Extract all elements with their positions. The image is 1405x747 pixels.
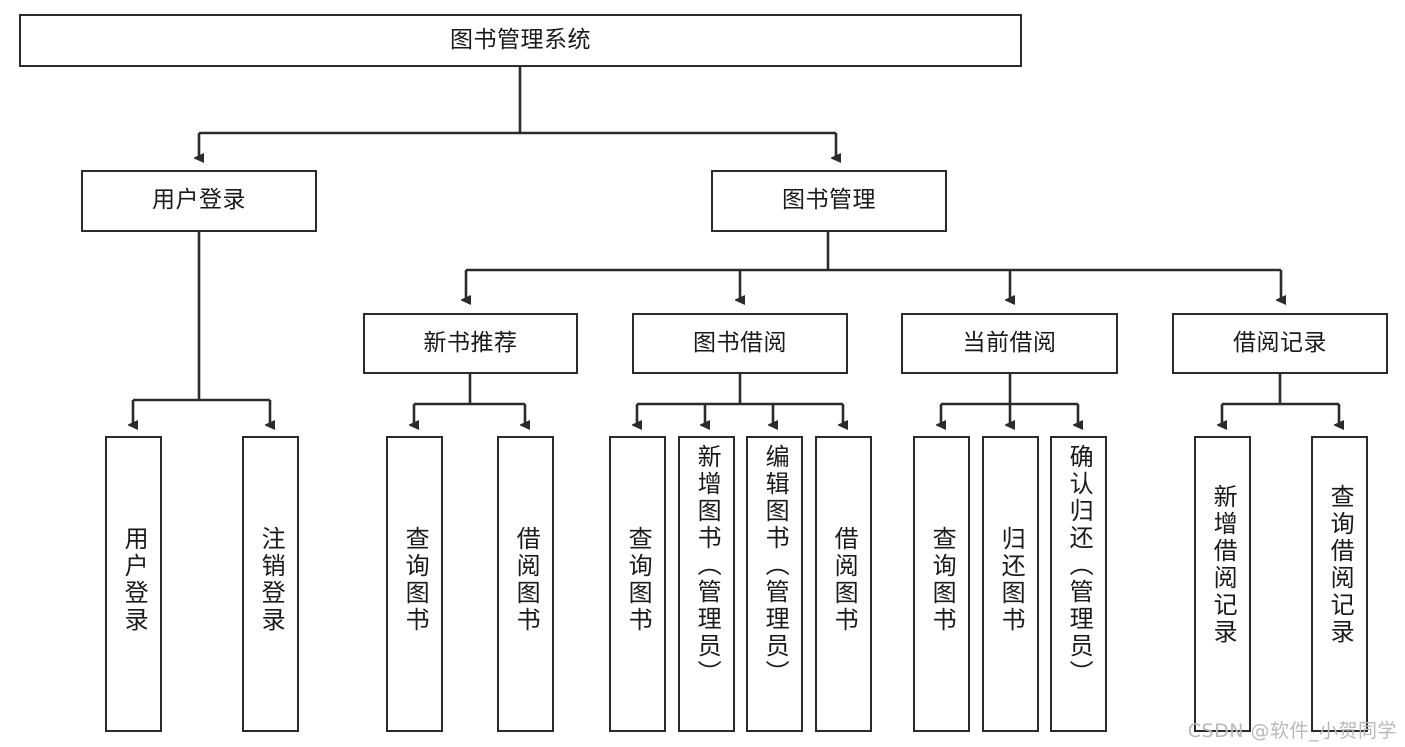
node-label: 查询图书 [928,526,957,634]
leaf-recommend-borrow-book[interactable]: 借阅图书 [497,436,554,732]
node-current-borrow[interactable]: 当前借阅 [901,313,1118,374]
node-label: 用户登录 [120,526,149,634]
node-label: 编辑图书（管理员） [761,444,790,687]
node-label: 当前借阅 [962,329,1057,356]
node-label: 借阅图书 [512,526,541,634]
leaf-borrow-borrow-book[interactable]: 借阅图书 [815,436,872,732]
node-label: 借阅记录 [1233,329,1327,356]
node-label: 归还图书 [997,526,1026,634]
leaf-current-query-book[interactable]: 查询图书 [913,436,970,732]
leaf-borrow-query-book[interactable]: 查询图书 [609,436,666,732]
node-label: 新增借阅记录 [1209,484,1238,646]
node-new-book-recommend[interactable]: 新书推荐 [363,313,578,374]
node-label: 注销登录 [257,526,286,634]
node-label: 确认归还（管理员） [1065,444,1094,687]
node-label: 查询图书 [401,526,430,634]
node-label: 用户登录 [152,187,246,214]
node-label: 图书管理系统 [450,26,591,53]
node-label: 借阅图书 [830,526,859,634]
node-root-system[interactable]: 图书管理系统 [19,14,1022,67]
node-label: 新书推荐 [423,329,518,356]
leaf-borrow-add-book-admin[interactable]: 新增图书（管理员） [678,436,735,732]
node-borrow-record[interactable]: 借阅记录 [1172,313,1388,374]
node-label: 图书借阅 [693,329,787,356]
node-book-borrow[interactable]: 图书借阅 [632,313,848,374]
leaf-record-add-record[interactable]: 新增借阅记录 [1194,436,1251,732]
node-label: 查询图书 [624,526,653,634]
node-label: 图书管理 [782,187,876,214]
leaf-current-confirm-return-admin[interactable]: 确认归还（管理员） [1050,436,1107,732]
leaf-user-login-login[interactable]: 用户登录 [105,436,162,732]
watermark-text: CSDN @软件_小贺同学 [1187,720,1397,742]
leaf-record-query-record[interactable]: 查询借阅记录 [1311,436,1368,732]
leaf-borrow-edit-book-admin[interactable]: 编辑图书（管理员） [746,436,803,732]
node-user-login[interactable]: 用户登录 [81,170,317,232]
node-label: 新增图书（管理员） [693,444,722,687]
leaf-current-return-book[interactable]: 归还图书 [982,436,1039,732]
leaf-recommend-query-book[interactable]: 查询图书 [386,436,443,732]
node-label: 查询借阅记录 [1326,484,1355,646]
node-book-management[interactable]: 图书管理 [711,170,947,232]
leaf-user-login-logout[interactable]: 注销登录 [242,436,299,732]
